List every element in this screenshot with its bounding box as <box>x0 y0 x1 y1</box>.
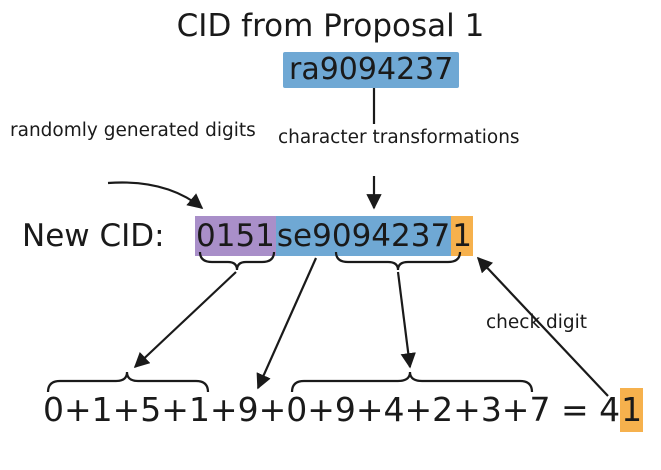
random-to-sum-arrow <box>133 271 237 369</box>
check-digit-annotation: check digit <box>486 312 588 333</box>
brace-sum-random <box>46 371 210 393</box>
original-cid-highlight: ra9094237 <box>283 52 460 88</box>
random-digits-segment: 0151 <box>195 216 276 256</box>
new-cid-label: New CID: <box>22 218 165 254</box>
brace-random-digits <box>198 251 276 271</box>
checksum-expression: 0+1+5+1+9+0+9+4+2+3+7 = 4 <box>43 390 621 429</box>
check-digit-segment: 1 <box>451 216 473 256</box>
checksum-result-check-digit: 1 <box>620 388 644 432</box>
new-cid: 0151 se9094237 1 <box>195 216 473 256</box>
random-digits-arrow <box>107 181 204 209</box>
brace-transformed-digits <box>334 251 462 271</box>
checksum-equation: 0+1+5+1+9+0+9+4+2+3+7 = 4 1 <box>43 388 644 432</box>
brace-sum-transformed <box>290 371 534 393</box>
se-to-nine-arrow <box>256 257 318 390</box>
transformed-cid-segment: se9094237 <box>275 216 452 256</box>
diagram-title: CID from Proposal 1 <box>176 8 485 44</box>
character-transformations-annotation: character transformations <box>278 127 520 148</box>
transformed-to-sum-arrow <box>396 271 416 369</box>
check-digit-arrow <box>476 256 609 397</box>
